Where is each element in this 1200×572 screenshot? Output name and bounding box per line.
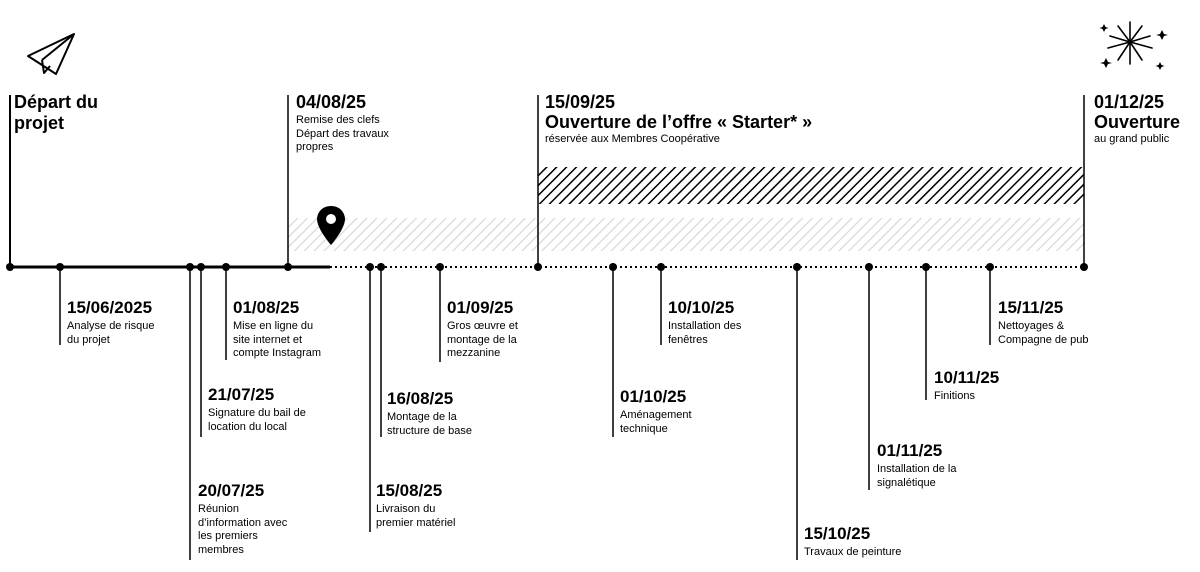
dot-m2 — [222, 263, 230, 271]
dot-ouverture — [1080, 263, 1088, 271]
milestone-m4: 20/07/25 Réunion d’information avec les … — [198, 481, 287, 557]
milestone-date: 15/10/25 — [804, 524, 871, 543]
milestone-date: 15/11/25 — [998, 298, 1064, 317]
milestone-date: 04/08/25 — [296, 92, 367, 112]
dot-starter — [534, 263, 542, 271]
milestone-description: Réunion d’information avec les premiers … — [198, 503, 288, 556]
milestone-m12: 10/11/25 Finitions — [934, 368, 999, 404]
milestone-m2: 01/08/25 Mise en ligne du site internet … — [233, 298, 321, 361]
dot-remise — [284, 263, 292, 271]
milestone-description: Installation des fenêtres — [668, 320, 742, 346]
milestone-title: Ouverture de l’offre « Starter* » — [545, 112, 813, 132]
paper-plane-icon — [27, 33, 75, 75]
milestone-m7: 15/08/25 Livraison du premier matériel — [376, 481, 455, 530]
dot-m4 — [186, 263, 194, 271]
dot-m10 — [793, 263, 801, 271]
milestone-date: 15/06/2025 — [67, 298, 153, 317]
dot-depart — [6, 263, 14, 271]
dot-m11 — [865, 263, 873, 271]
milestone-description: Aménagement technique — [620, 409, 692, 435]
milestone-description: Remise des clefs Départ des travaux prop… — [296, 114, 389, 153]
milestone-title: Départ du projet — [14, 92, 99, 133]
milestone-m5: 01/09/25 Gros œuvre et montage de la mez… — [447, 298, 518, 361]
milestone-depart: Départ du projet — [14, 92, 98, 134]
milestone-date: 01/09/25 — [447, 298, 514, 317]
milestone-m3: 21/07/25 Signature du bail de location d… — [208, 385, 306, 434]
dot-m1 — [56, 263, 64, 271]
dot-m9 — [609, 263, 617, 271]
milestone-date: 01/12/25 — [1094, 92, 1165, 112]
dot-m3 — [197, 263, 205, 271]
milestone-date: 16/08/25 — [387, 389, 454, 408]
dot-m7 — [366, 263, 374, 271]
milestone-date: 10/11/25 — [934, 368, 1000, 387]
dot-m13 — [986, 263, 994, 271]
location-pin-icon — [317, 206, 345, 245]
milestone-m1: 15/06/2025 Analyse de risque du projet — [67, 298, 154, 347]
milestone-date: 01/11/25 — [877, 441, 943, 460]
dot-m12 — [922, 263, 930, 271]
works-band — [288, 218, 1084, 251]
milestone-date: 10/10/25 — [668, 298, 735, 317]
milestone-description: réservée aux Membres Coopérative — [545, 133, 720, 145]
milestone-remise: 04/08/25 Remise des clefs Départ des tra… — [296, 92, 389, 155]
milestone-date: 15/08/25 — [376, 481, 443, 500]
milestone-description: au grand public — [1094, 133, 1170, 145]
milestone-date: 01/10/25 — [620, 387, 687, 406]
milestone-description: Gros œuvre et montage de la mezzanine — [447, 320, 518, 359]
milestone-description: Livraison du premier matériel — [376, 503, 456, 529]
milestone-title: Ouverture — [1094, 112, 1181, 132]
milestone-m11: 01/11/25 Installation de la signalétique — [877, 441, 957, 490]
milestone-description: Montage de la structure de base — [387, 411, 472, 437]
milestone-m6: 16/08/25 Montage de la structure de base — [387, 389, 472, 438]
milestone-description: Signature du bail de location du local — [208, 407, 306, 433]
milestone-description: Mise en ligne du site internet et compte… — [233, 320, 322, 359]
dot-m5 — [436, 263, 444, 271]
milestone-description: Travaux de peinture — [804, 546, 902, 558]
milestone-date: 01/08/25 — [233, 298, 300, 317]
dot-m6 — [377, 263, 385, 271]
milestone-description: Finitions — [934, 390, 975, 402]
milestone-m13: 15/11/25 Nettoyages & Compagne de pub — [998, 298, 1089, 347]
milestone-date: 15/09/25 — [545, 92, 616, 112]
milestone-m9: 01/10/25 Aménagement technique — [620, 387, 692, 436]
milestone-description: Installation de la signalétique — [877, 463, 957, 489]
milestone-ouverture: 01/12/25 Ouverture au grand public — [1094, 92, 1180, 147]
milestone-dots — [6, 263, 1088, 271]
milestone-date: 20/07/25 — [198, 481, 265, 500]
milestone-description: Nettoyages & Compagne de pub — [998, 320, 1089, 346]
milestone-m10: 15/10/25 Travaux de peinture — [804, 524, 901, 560]
milestone-starter-offer: 15/09/25 Ouverture de l’offre « Starter*… — [545, 92, 812, 147]
fireworks-icon — [1099, 21, 1168, 70]
starter-offer-band — [538, 167, 1084, 204]
milestone-description: Analyse de risque du projet — [67, 320, 155, 346]
milestone-m8: 10/10/25 Installation des fenêtres — [668, 298, 741, 347]
dot-m8 — [657, 263, 665, 271]
milestone-date: 21/07/25 — [208, 385, 275, 404]
